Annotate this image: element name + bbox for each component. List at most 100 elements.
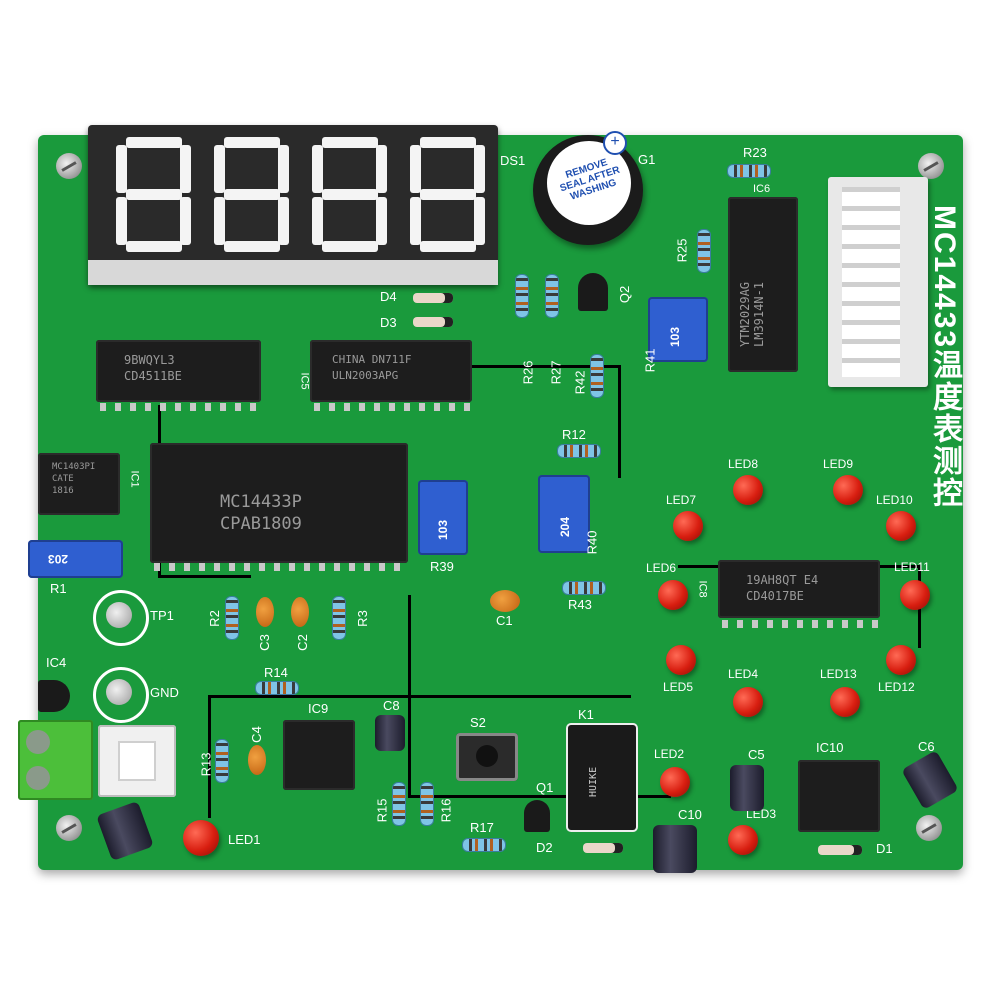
trimpot[interactable]: 103 [648, 297, 708, 362]
ceramic-capacitor [490, 590, 520, 612]
ref-label: C5 [748, 747, 765, 762]
ic-mc14433: MC14433P CPAB1809 [150, 443, 408, 563]
led-label: LED7 [666, 493, 697, 507]
chip-pins [154, 563, 408, 571]
ground-point[interactable] [106, 679, 132, 705]
led-label: LED9 [823, 457, 854, 471]
led-label: LED13 [820, 667, 857, 681]
led-label: LED11 [894, 560, 930, 574]
trace [208, 695, 631, 818]
ref-label: C2 [294, 634, 310, 651]
bargraph-segments [842, 187, 900, 377]
ref-label: K1 [578, 707, 594, 722]
buzzer-seal: REMOVE SEAL AFTER WASHING [547, 141, 631, 225]
led [830, 687, 860, 717]
chip-marking: MC14433P CPAB1809 [220, 492, 302, 534]
ref-label: Q1 [536, 780, 554, 795]
resistor [463, 839, 505, 851]
ref-label: R41 [642, 348, 658, 373]
transistor [578, 273, 608, 311]
terminal-block[interactable] [18, 720, 93, 800]
terminal-screw[interactable] [26, 766, 50, 790]
chip-pins [722, 620, 880, 628]
mounting-screw [918, 153, 944, 179]
push-button[interactable] [456, 733, 518, 781]
resistor [591, 355, 603, 397]
led [728, 825, 758, 855]
ref-label: R17 [470, 820, 494, 835]
test-point-ring [93, 667, 149, 723]
ref-label: R43 [568, 597, 592, 612]
diode [583, 843, 623, 853]
chip-marking: HUIKE [588, 766, 599, 797]
pcb-board: MC14433温度表测控 REMOVE SEAL AFTER WASHING +… [18, 125, 963, 873]
pot-marking: 103 [668, 326, 682, 347]
led [733, 687, 763, 717]
pot-marking: 103 [436, 519, 450, 540]
ref-label: TP1 [150, 608, 174, 623]
mounting-screw [916, 815, 942, 841]
led [886, 645, 916, 675]
led-label: LED1 [228, 832, 261, 847]
ref-label: Q2 [617, 285, 633, 304]
board-title: MC14433温度表测控 [928, 205, 961, 510]
led [833, 475, 863, 505]
led-label: LED6 [646, 561, 677, 575]
ref-label: D1 [876, 841, 893, 856]
led-label: LED2 [654, 747, 685, 761]
ref-label: R14 [264, 665, 288, 680]
mounting-screw [56, 153, 82, 179]
relay: HUIKE [568, 725, 636, 830]
ref-label: IC4 [46, 655, 67, 670]
led [660, 767, 690, 797]
resistor [333, 597, 345, 639]
led [900, 580, 930, 610]
electrolytic-capacitor [653, 825, 697, 873]
diode [818, 845, 862, 855]
buzzer: REMOVE SEAL AFTER WASHING + [533, 131, 643, 245]
push-button-cap[interactable] [476, 745, 498, 767]
test-point[interactable] [106, 602, 132, 628]
ceramic-capacitor [291, 597, 309, 627]
ref-label: R25 [674, 238, 690, 263]
led-label: LED12 [878, 680, 915, 694]
ref-label: D4 [380, 289, 397, 304]
seven-segment-display [88, 125, 498, 285]
trimpot[interactable]: 203 [28, 540, 123, 578]
led-label: LED4 [728, 667, 759, 681]
digit [206, 137, 294, 252]
ref-label: R12 [562, 427, 586, 442]
resistor [421, 783, 433, 825]
ref-label: R40 [584, 530, 600, 555]
electrolytic-capacitor [96, 800, 154, 862]
ic-cd4017: 19AH8QT E4 CD4017BE [718, 560, 880, 618]
ic-lm3914: YTM2029AG LM3914N-1 [728, 197, 798, 372]
buzzer-seal-text: REMOVE SEAL AFTER WASHING [558, 157, 622, 203]
trimpot[interactable]: 103 [418, 480, 468, 555]
resistor [728, 165, 770, 177]
switch-button[interactable] [120, 743, 154, 779]
trimpot[interactable]: 204 [538, 475, 590, 553]
pot-marking: 204 [558, 516, 572, 537]
led [183, 820, 219, 856]
ref-label: R27 [548, 360, 564, 385]
resistor [558, 445, 600, 457]
ref-label: C3 [256, 634, 272, 651]
diode [413, 317, 453, 327]
resistor [393, 783, 405, 825]
resistor [546, 275, 558, 317]
electrolytic-capacitor [901, 750, 959, 810]
ref-label: C6 [918, 739, 935, 754]
ref-label: R23 [743, 145, 767, 160]
led [886, 511, 916, 541]
ref-label: R15 [374, 798, 390, 823]
display-ref: DS1 [500, 153, 526, 168]
power-switch[interactable] [98, 725, 176, 797]
terminal-screw[interactable] [26, 730, 50, 754]
trace [358, 365, 621, 478]
ref-label: IC5 [298, 372, 311, 390]
ref-label: R3 [354, 610, 370, 627]
ic-uln2003: CHINA DN711F ULN2003APG [310, 340, 472, 402]
digit [108, 137, 196, 252]
regulator [38, 680, 70, 712]
